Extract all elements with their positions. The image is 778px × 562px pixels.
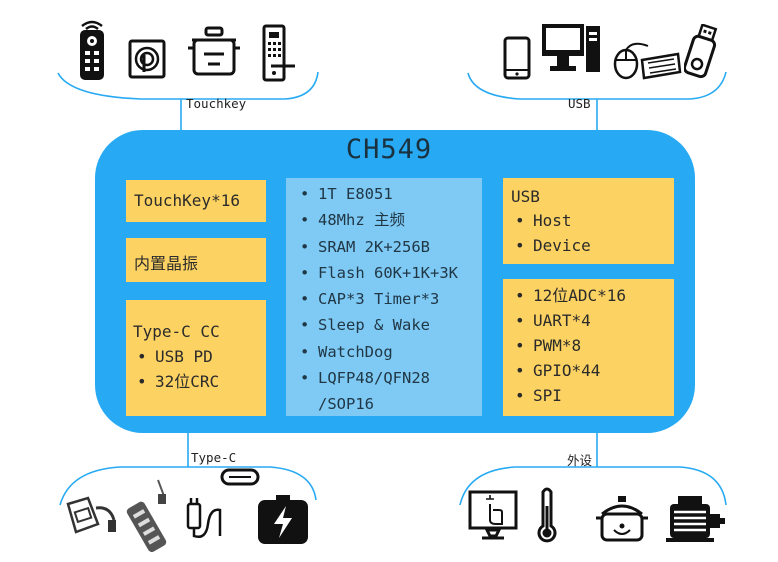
desktop-computer-icon bbox=[542, 24, 600, 72]
list-item: WatchDog bbox=[296, 339, 482, 366]
list-item: Device bbox=[511, 233, 674, 258]
usb-bus-label: USB bbox=[568, 96, 591, 111]
charger-icon bbox=[186, 498, 222, 538]
remote-control-icon bbox=[80, 20, 104, 80]
list-item: 32位CRC bbox=[133, 369, 266, 394]
core-features-box: 1T E8051 48Mhz 主频 SRAM 2K+256B Flash 60K… bbox=[286, 178, 482, 416]
door-lock-icon bbox=[262, 24, 295, 82]
list-item: 1T E8051 bbox=[296, 181, 482, 208]
list-item-continuation: /SOP16 bbox=[318, 395, 374, 414]
rice-cooker-icon bbox=[188, 26, 240, 76]
usb-c-port-icon bbox=[220, 468, 260, 486]
usb-title: USB bbox=[511, 187, 540, 206]
touch-sensor-icon bbox=[128, 39, 166, 79]
peripheral-arc bbox=[459, 466, 727, 506]
usb-arc bbox=[467, 71, 727, 100]
list-item: 48Mhz 主频 bbox=[296, 207, 482, 234]
typec-list: USB PD 32位CRC bbox=[133, 344, 266, 394]
peripherals-block: 12位ADC*16 UART*4 PWM*8 GPIO*44 SPI bbox=[503, 279, 674, 416]
crystal-block: 内置晶振 bbox=[126, 238, 266, 282]
list-item: Sleep & Wake bbox=[296, 312, 482, 339]
touchkey-block: TouchKey*16 bbox=[126, 180, 266, 222]
power-bank-icon bbox=[258, 495, 308, 544]
crystal-label: 内置晶振 bbox=[134, 254, 199, 273]
list-item: SRAM 2K+256B bbox=[296, 234, 482, 261]
list-item: PWM*8 bbox=[511, 333, 674, 358]
list-item: 12位ADC*16 bbox=[511, 283, 674, 308]
list-item: GPIO*44 bbox=[511, 358, 674, 383]
usb-c-adapter-icon bbox=[66, 496, 116, 534]
list-item: Flash 60K+1K+3K bbox=[296, 260, 482, 287]
typec-arc bbox=[59, 466, 317, 506]
typec-block: Type-C CC USB PD 32位CRC bbox=[126, 300, 266, 416]
list-item: USB PD bbox=[133, 344, 266, 369]
touchkey-label: TouchKey*16 bbox=[134, 191, 240, 210]
touchkey-arc bbox=[57, 71, 319, 100]
list-item: CAP*3 Timer*3 bbox=[296, 286, 482, 313]
typec-bus-label: Type-C bbox=[191, 450, 237, 465]
usb-block: USB Host Device bbox=[503, 178, 674, 264]
touchkey-bus-label: Touchkey bbox=[186, 96, 247, 111]
usb-drive-icon bbox=[684, 24, 718, 79]
peripherals-list: 12位ADC*16 UART*4 PWM*8 GPIO*44 SPI bbox=[511, 283, 674, 408]
peripheral-bus-label: 外设 bbox=[567, 453, 593, 468]
list-item: SPI bbox=[511, 383, 674, 408]
usb-list: Host Device bbox=[511, 208, 674, 258]
usb-hub-icon bbox=[126, 479, 167, 553]
electric-cooker-icon bbox=[596, 496, 648, 542]
list-item: Host bbox=[511, 208, 674, 233]
list-item: UART*4 bbox=[511, 308, 674, 333]
mouse-keyboard-icon bbox=[613, 42, 682, 80]
touch-screen-icon bbox=[468, 490, 518, 540]
phone-icon bbox=[503, 36, 531, 80]
core-features-list: 1T E8051 48Mhz 主频 SRAM 2K+256B Flash 60K… bbox=[296, 181, 482, 418]
motor-icon bbox=[666, 496, 725, 542]
thermometer-icon bbox=[537, 487, 557, 543]
chip-title: CH549 bbox=[345, 134, 433, 165]
typec-title: Type-C CC bbox=[133, 322, 220, 341]
list-item: LQFP48/QFN28 bbox=[296, 365, 482, 392]
